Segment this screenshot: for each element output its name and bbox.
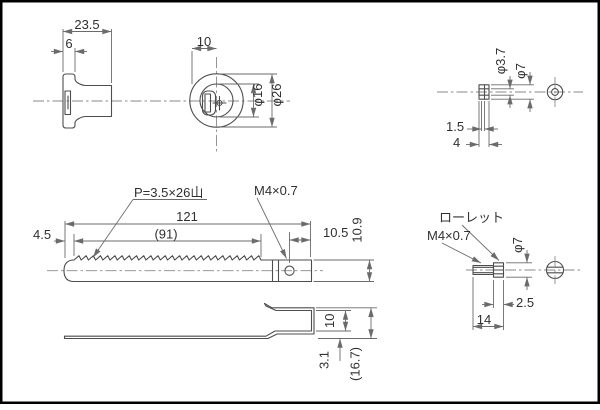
lock-side-keyway [64, 90, 72, 116]
dim-lock-outer-dia: φ26 [269, 84, 284, 107]
lock-keyway-slot [204, 93, 212, 113]
washer-front-bore-circle [551, 88, 559, 96]
dim-washer-recess: 1.5 [446, 119, 464, 134]
dim-lock-inner-dia: φ16 [250, 84, 265, 107]
dim-rack-length: 121 [176, 209, 198, 224]
lock-side-view: 23.5 6 [33, 17, 290, 129]
screw-view: ローレット M4×0.7 φ7 2.5 14 [427, 210, 583, 330]
rack-teeth [73, 255, 262, 261]
dim-screw-head-len: 2.5 [516, 295, 534, 310]
dim-rack-hole-offset: 10.5 [323, 225, 348, 240]
dim-lock-flange: 6 [65, 36, 72, 51]
dim-rack-tip-offset: 4.5 [33, 227, 51, 242]
dim-lock-plug: 10 [197, 34, 211, 49]
dim-washer-thickness: 4 [453, 135, 460, 150]
dim-slider-overall: (16.7) [348, 347, 363, 381]
label-screw-thread: M4×0.7 [427, 228, 471, 243]
dim-washer-bore: φ3.7 [493, 48, 508, 75]
dim-slider-gap: 10 [322, 314, 337, 328]
label-screw-knurl: ローレット [439, 210, 504, 225]
slider-flare-tip [263, 302, 267, 307]
dim-slider-step: 3.1 [317, 351, 332, 369]
label-rack-thread: M4×0.7 [254, 183, 298, 198]
rack-bar-outline [63, 259, 313, 283]
dim-washer-outer: φ7 [513, 63, 528, 79]
dim-rack-height: 10.9 [350, 217, 365, 242]
slider-inner-contour [63, 305, 313, 337]
slider-view: 10 3.1 (16.7) [63, 302, 377, 381]
rack-view: P=3.5×26山 M4×0.7 121 (91) 4.5 10.5 10.9 [33, 183, 374, 283]
washer-view: φ3.7 φ7 1.5 4 [437, 48, 583, 150]
dim-screw-head-dia: φ7 [510, 237, 525, 253]
lock-front-view: 10 φ16 φ26 [189, 34, 284, 153]
lock-keyway-pin [212, 95, 227, 111]
lock-front-inner-circle [199, 83, 234, 118]
slider-outer-contour [63, 302, 315, 340]
dim-lock-overall: 23.5 [74, 17, 99, 32]
dim-rack-tooth-span: (91) [154, 227, 177, 242]
rack-thread-hole [284, 265, 295, 276]
dim-screw-length: 14 [477, 312, 491, 327]
label-rack-pitch: P=3.5×26山 [134, 185, 203, 200]
lock-front-outer-circle [189, 73, 244, 128]
lock-body-outline [62, 73, 113, 129]
